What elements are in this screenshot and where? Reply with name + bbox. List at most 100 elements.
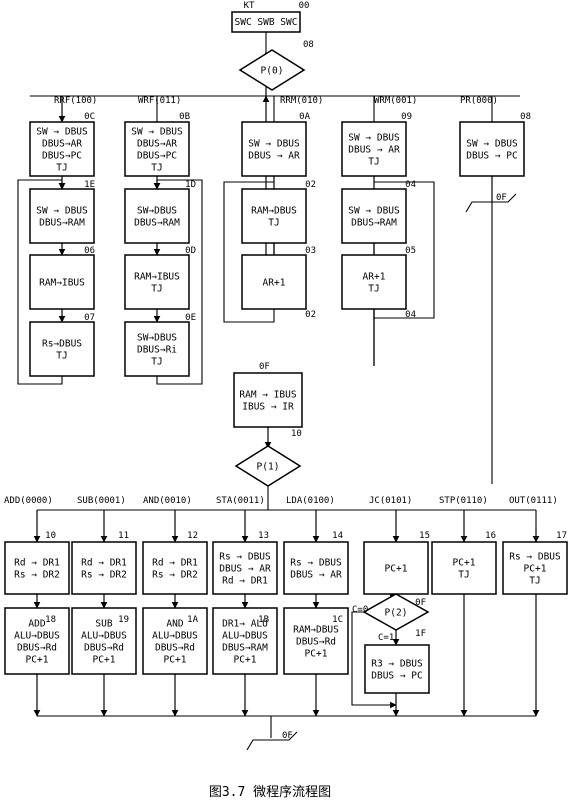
node-b02-address-label: 02 [305,180,316,190]
node-p0-address-label: 08 [303,40,314,50]
node-b09-box [341,121,407,177]
node-b03-box [241,254,307,310]
node-b19-box [71,607,137,675]
branch-label-wrm-label: WRM(001) [374,96,417,106]
node-b1e-box [29,188,95,244]
node-end-top-address-label: 0F [496,193,507,203]
node-b1a-address-label: 1A [187,615,198,625]
node-b19-line: ALU→DBUS [81,630,127,641]
node-b18-line: DBUS→Rd [17,642,57,653]
node-b0a-line: DBUS → AR [248,150,300,161]
node-kt-address-label: 00 [299,1,310,11]
node-b1c-line: RAM→DBUS [293,624,339,635]
node-kt-box [231,11,301,33]
node-b1b-line: PC+1 [234,654,257,665]
node-end-bottom-address-label: 0F [282,731,293,741]
node-b16-box [431,541,497,595]
node-kt-address-label: KT [244,1,255,11]
node-b14-line: DBUS → AR [290,569,342,580]
node-b0c-address-label: 0C [84,112,95,122]
node-b0a-box [241,121,307,177]
node-b09-line: TJ [368,156,379,167]
flow-line [156,179,203,385]
node-b05-address-label: 04 [405,310,416,320]
node-b1d-line: DBUS→RAM [134,217,180,228]
node-b10-box [4,541,70,595]
node-p2-address-label: 1F [415,629,426,639]
node-b12-line: Rs → DR2 [152,569,198,580]
branch-label-rrm-label: RRM(010) [280,96,323,106]
node-b0e-line: DBUS→Ri [137,344,177,355]
node-b1a-line: AND [166,618,183,629]
node-b12-address-label: 12 [187,531,198,541]
node-b0f-box [233,372,303,428]
branch-label-stp-label: STP(0110) [439,496,488,506]
node-b1a-line: DBUS→Rd [155,642,195,653]
node-b0f-address-label: 10 [291,429,302,439]
branch-label-sta-label: STA(0011) [216,496,265,506]
node-b02-line: TJ [268,217,279,228]
node-b03-address-label: 02 [305,310,316,320]
node-b1e-line: SW → DBUS [36,205,88,216]
node-b0b-line: DBUS→PC [137,150,177,161]
node-b08-line: DBUS → PC [466,150,517,161]
node-b14-box [283,541,349,595]
node-b0c-line: DBUS→AR [42,138,82,149]
node-b0a-line: SW → DBUS [248,138,300,149]
node-b05-line: AR+1 [363,271,386,282]
node-b17-line: PC+1 [524,563,547,574]
node-b1c-box [283,607,349,675]
node-b0f-line: RAM → IBUS [239,389,296,400]
node-b18-line: PC+1 [26,654,49,665]
node-b18-line: ADD [28,618,45,629]
node-b18-box [4,607,70,675]
node-b1f-line: DBUS → PC [371,670,422,681]
node-b1c-line: DBUS→Rd [296,636,336,647]
node-b1c-line: PC+1 [305,648,328,659]
node-b04-box [341,188,407,244]
node-b04-line: SW → DBUS [348,205,400,216]
node-b09-address-label: 09 [401,112,412,122]
node-b08-line: SW → DBUS [466,138,518,149]
branch-label-wrf-label: WRF(011) [138,96,181,106]
node-end-bottom-terminator [246,731,298,751]
node-b0b-line: TJ [151,162,162,173]
node-b19-line: SUB [95,618,112,629]
node-b10-line: Rs → DR2 [14,569,60,580]
node-b1b-line: DR1→ ALU [222,618,268,629]
node-b07-address-label: 07 [84,313,95,323]
node-p1-line: P(1) [257,462,280,473]
branch-label-sub-label: SUB(0001) [77,496,126,506]
node-b14-line: Rs → DBUS [290,557,342,568]
node-b0e-address-label: 0E [185,313,196,323]
node-b17-box [502,541,568,595]
node-b05-box [341,254,407,310]
node-b0b-box [124,121,190,177]
node-b04-address-label: 04 [405,180,416,190]
node-b0a-address-label: 0A [299,112,310,122]
node-b04-line: DBUS→RAM [351,217,397,228]
flow-line [223,181,275,323]
node-b15-address-label: 15 [419,531,430,541]
branch-label-lda-label: LDA(0100) [286,496,335,506]
node-b06-address-label: 06 [84,246,95,256]
node-b14-address-label: 14 [332,531,343,541]
node-b08-address-label: 08 [520,112,531,122]
node-b1f-box [364,644,430,694]
node-b10-line: Rd → DR1 [14,557,60,568]
node-b0d-box [124,254,190,310]
node-b1b-line: DBUS→RAM [222,642,268,653]
node-b13-line: Rd → DR1 [222,575,268,586]
node-b17-address-label: 17 [556,531,567,541]
node-b0b-address-label: 0B [179,112,190,122]
node-b19-address-label: 19 [118,615,129,625]
node-b1b-line: ALU→DBUS [222,630,268,641]
branch-label-jc-label: JC(0101) [369,496,412,506]
flow-line [17,179,63,385]
branch-label-add-label: ADD(0000) [4,496,53,506]
node-b02-line: RAM→DBUS [251,205,297,216]
node-b0b-line: SW → DBUS [131,126,183,137]
node-b1b-box [212,607,278,675]
node-b1e-address-label: 1E [84,180,95,190]
node-b0c-line: SW → DBUS [36,126,88,137]
